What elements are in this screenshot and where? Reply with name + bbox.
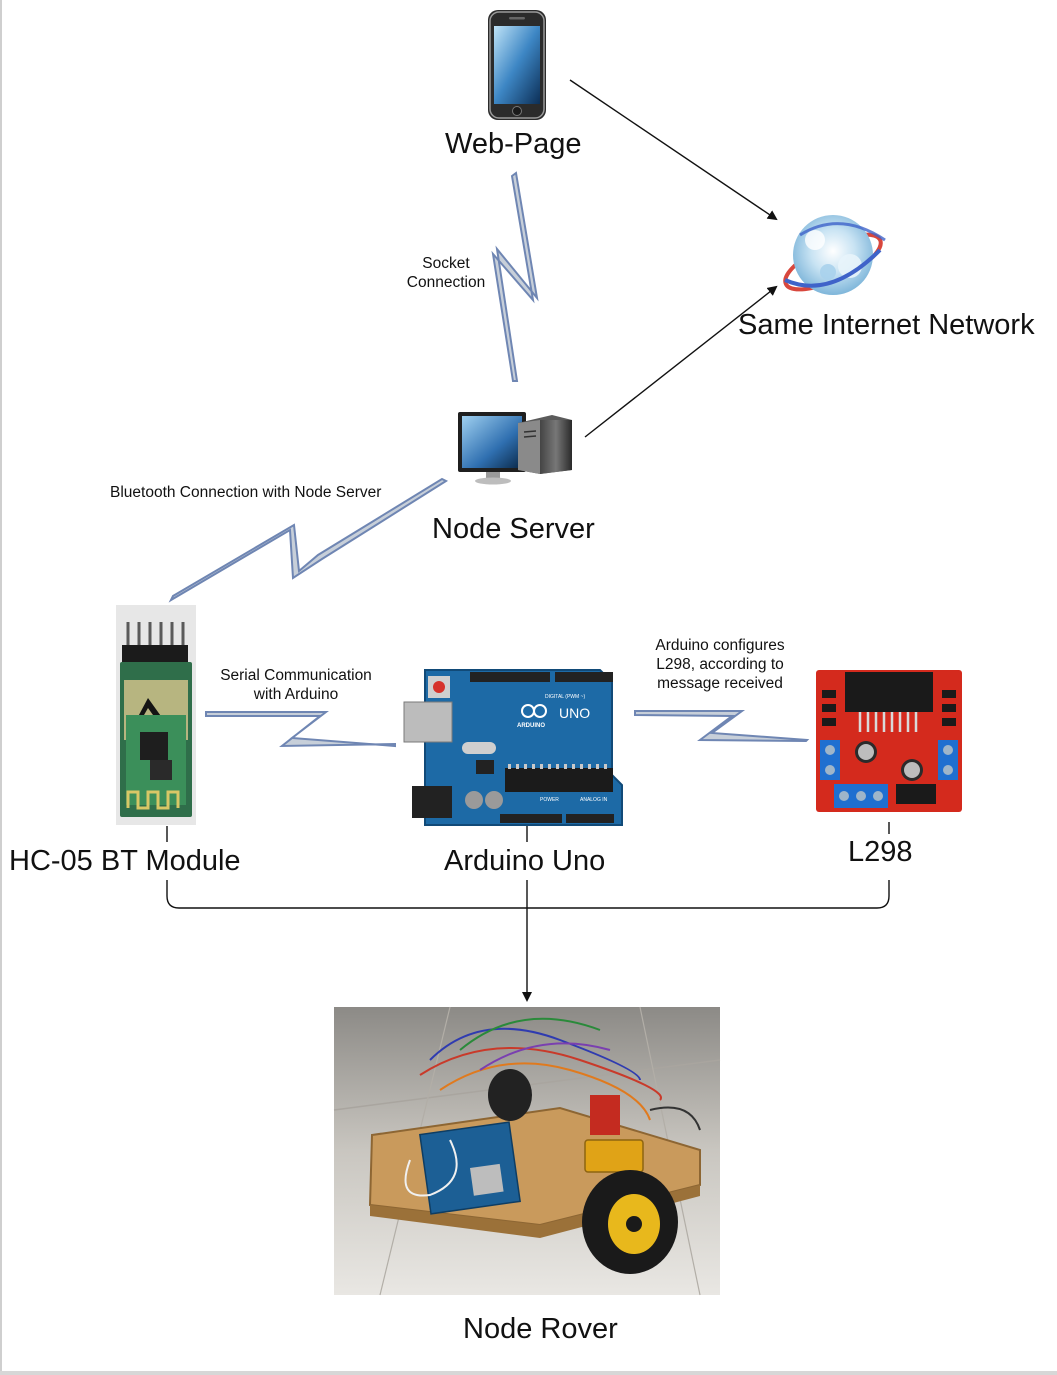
hc05-label: HC-05 BT Module bbox=[9, 845, 241, 877]
board-arduino-text: ARDUINO bbox=[517, 723, 545, 729]
hc05-module-image bbox=[116, 605, 196, 825]
board-power-text: POWER bbox=[540, 797, 559, 803]
serial-communication-label: Serial Communication with Arduino bbox=[208, 666, 384, 704]
arduino-uno-board-image: UNO ARDUINO DIGITAL (PWM ~) POWER ANALOG… bbox=[403, 669, 623, 826]
desktop-computer-icon bbox=[458, 412, 572, 485]
phone-to-internet-arrow bbox=[569, 79, 778, 221]
page-left-edge bbox=[0, 0, 2, 1375]
l298-label: L298 bbox=[848, 836, 913, 868]
server-to-internet-arrow bbox=[584, 285, 778, 438]
socket-label-line2: Connection bbox=[406, 274, 486, 291]
arduino-label: Arduino Uno bbox=[444, 845, 606, 877]
l298-label-line3: message received bbox=[657, 675, 783, 692]
node-rover-photo bbox=[333, 1006, 721, 1296]
bluetooth-connection-bolt bbox=[168, 477, 449, 603]
node-rover-label: Node Rover bbox=[463, 1313, 618, 1345]
socket-connection-bolt bbox=[491, 171, 539, 382]
serial-label-line2: with Arduino bbox=[253, 686, 339, 703]
web-page-label: Web-Page bbox=[445, 128, 582, 160]
l298-label-line1: Arduino configures bbox=[655, 637, 785, 654]
l298-label-line2: L298, according to bbox=[656, 656, 784, 673]
page-bottom-edge bbox=[0, 1371, 1057, 1375]
l298-configuration-bolt bbox=[634, 710, 810, 743]
serial-label-line1: Serial Communication bbox=[220, 667, 372, 684]
socket-connection-label: Socket Connection bbox=[390, 254, 502, 292]
internet-label: Same Internet Network bbox=[738, 309, 1035, 341]
socket-label-line1: Socket bbox=[422, 255, 470, 272]
smartphone-icon bbox=[488, 10, 546, 120]
components-to-rover-connector bbox=[166, 822, 890, 1002]
board-digital-text: DIGITAL (PWM ~) bbox=[545, 694, 585, 700]
board-uno-text: UNO bbox=[559, 705, 590, 721]
l298-configuration-label: Arduino configures L298, according to me… bbox=[634, 636, 806, 693]
serial-communication-bolt bbox=[205, 711, 396, 748]
bluetooth-connection-label: Bluetooth Connection with Node Server bbox=[110, 484, 382, 501]
board-analog-text: ANALOG IN bbox=[580, 797, 608, 803]
l298-driver-image bbox=[816, 670, 962, 812]
node-server-label: Node Server bbox=[432, 513, 595, 545]
internet-globe-icon bbox=[783, 215, 886, 295]
